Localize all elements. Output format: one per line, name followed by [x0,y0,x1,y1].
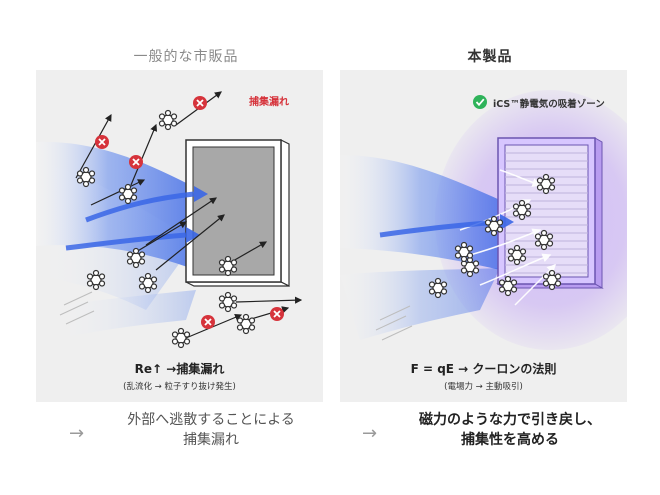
right-panel: iCS™静電気の吸着ゾーン F = qE → クーロンの法則 (電場力 → 主動… [340,70,627,402]
motion-streaks [375,305,413,341]
error-x-icon [95,135,109,149]
error-x-icon [201,315,215,329]
left-illustration [36,91,303,349]
right-column-title: 本製品 [467,49,513,65]
error-x-icon [193,96,207,110]
airflow-band [340,155,500,340]
particle-trajectories [75,91,303,339]
left-panel: 捕集漏れ Re↑ →捕集漏れ (乱流化 → 粒子すり抜け発生) [36,70,323,402]
blue-flow-arrows [65,186,208,251]
left-caption-line2: 捕集漏れ [183,432,239,448]
check-icon [473,95,487,109]
left-column-title: 一般的な市販品 [133,49,239,65]
standard-filter [185,139,290,287]
motion-streaks [59,291,95,325]
leak-label: 捕集漏れ [249,97,289,108]
attraction-arrows [459,169,557,306]
arrow-right-icon: → [362,423,378,444]
leak-markers [95,96,284,329]
dust-particles [76,109,256,349]
left-formula-note: (乱流化 → 粒子すり抜け発生) [123,382,236,392]
right-formula-note: (電場力 → 主動吸引) [444,382,523,392]
arrow-right-icon: → [69,423,85,444]
right-illustration [340,90,627,350]
right-formula: F = qE → クーロンの法則 [410,362,557,376]
left-caption-line1: 外部へ逃散することによる [127,412,295,428]
right-caption-line2: 捕集性を高める [461,432,559,448]
error-x-icon [129,155,143,169]
left-formula: Re↑ →捕集漏れ [134,362,225,376]
airflow-band [36,141,196,340]
right-caption-line1: 磁力のような力で引き戻し、 [419,412,601,428]
ics-zone-label: iCS™静電気の吸着ゾーン [493,99,605,110]
dust-particles [428,173,562,299]
error-x-icon [270,307,284,321]
